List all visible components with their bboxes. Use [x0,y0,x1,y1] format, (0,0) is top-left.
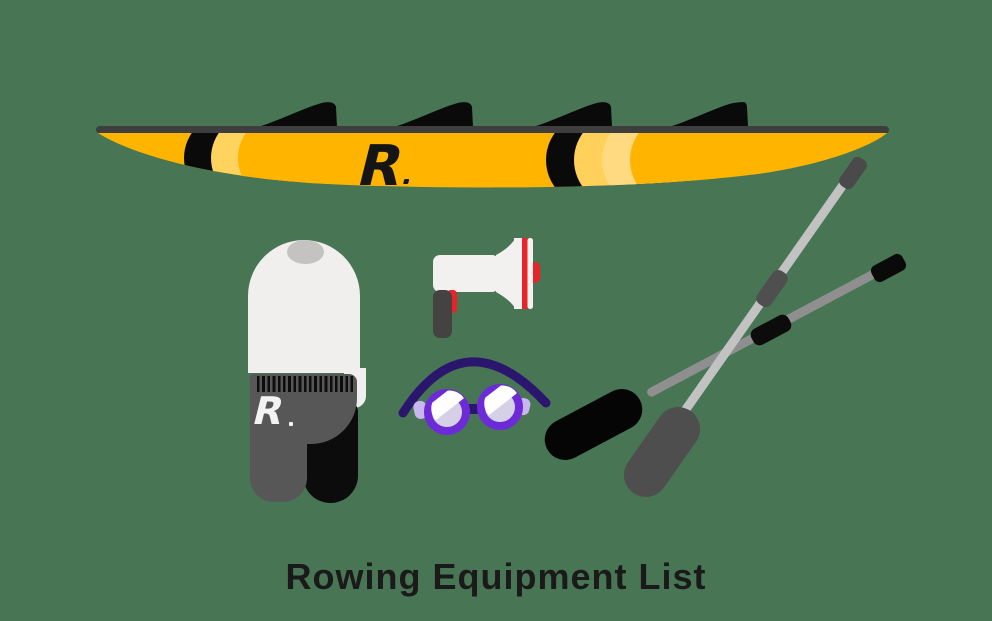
megaphone-handle [433,290,452,338]
goggles-strap [398,357,551,418]
uniform-logo-dot [289,422,293,426]
oar-black-grip [868,251,909,285]
megaphone-body [433,238,522,309]
goggles-left-clip [413,400,428,419]
rowing-shell-icon: R [96,102,889,195]
unisuit-left-leg [250,420,307,502]
swim-goggles-icon [398,357,551,435]
oar-gray-collar [753,267,791,310]
megaphone-icon [433,238,540,338]
unisuit-waistband-stripes [257,376,353,392]
page-title: Rowing Equipment List [285,556,707,597]
megaphone-rim [527,238,533,309]
megaphone-red-stripe [522,238,528,309]
unisuit-neck-hole [287,240,324,264]
goggles-left-lens [423,385,470,435]
gunwale-bar [96,126,889,134]
rigger-fins [258,102,748,127]
goggles-right-lens [476,380,523,430]
